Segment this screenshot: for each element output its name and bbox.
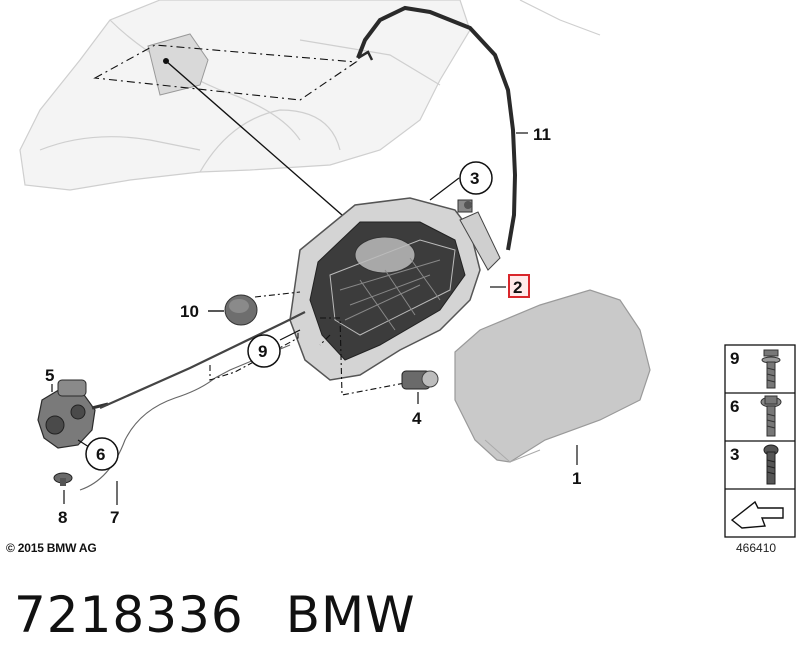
actuator-unit — [37, 379, 109, 449]
leader-line-body — [165, 60, 351, 223]
callout-11: 11 — [533, 125, 551, 144]
body-opening-detail — [93, 33, 358, 101]
fuel-filler-housing — [289, 197, 501, 381]
legend-label-9: 9 — [730, 349, 739, 368]
callout-9: 9 — [258, 342, 267, 361]
callout-circle-3 — [459, 161, 493, 195]
callout-circle-9 — [247, 334, 281, 368]
legend-label-6: 6 — [730, 397, 739, 416]
flange-screw-icon — [760, 395, 782, 437]
assembly-dashed-lines — [209, 291, 411, 396]
callout-8: 8 — [58, 508, 67, 527]
fastener-legend: 9 6 3 — [724, 344, 796, 538]
leader-lines — [51, 132, 578, 505]
exploded-parts-diagram: 11 3 2 1 10 9 4 5 6 8 7 9 6 — [19, 0, 796, 538]
diagram-reference-number: 466410 — [736, 541, 777, 555]
part-footer: 7218336 BMW — [14, 586, 458, 656]
brand-name: BMW — [285, 586, 416, 644]
callout-circle-6 — [85, 437, 119, 471]
callout-7: 7 — [110, 508, 119, 527]
copyright-text: © 2015 BMW AG — [6, 541, 97, 555]
callout-2-highlight — [508, 274, 530, 298]
cable-part-7 — [99, 311, 306, 410]
part-number: 7218336 — [14, 586, 244, 644]
callout-3: 3 — [470, 169, 479, 188]
callout-10: 10 — [180, 302, 199, 321]
callout-2: 2 — [513, 278, 522, 297]
screw-with-washer-icon — [761, 349, 781, 389]
fuel-flap-lid — [454, 289, 651, 463]
callout-6: 6 — [96, 445, 105, 464]
callout-5: 5 — [45, 366, 54, 385]
screw-icon — [763, 444, 779, 485]
screw-part-8 — [53, 472, 73, 486]
callout-4: 4 — [412, 409, 422, 428]
callout-1: 1 — [572, 469, 581, 488]
hose-part-11 — [356, 5, 518, 251]
car-body-outline — [19, 0, 601, 191]
clip-part-4 — [401, 370, 439, 390]
legend-label-3: 3 — [730, 445, 739, 464]
arrow-icon — [730, 500, 784, 529]
